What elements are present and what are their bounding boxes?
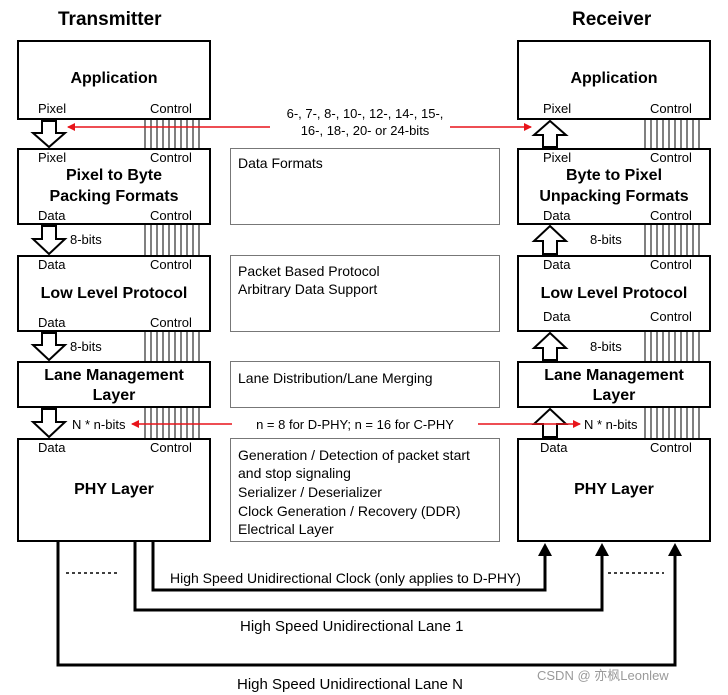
- rx-llp-box: [517, 255, 711, 332]
- tx-packing-pixel-label: Pixel: [38, 150, 67, 165]
- tx-packing-control-label: Control: [150, 150, 192, 165]
- tx-lane-box: [17, 361, 211, 408]
- tx-phy-title: PHY Layer: [74, 481, 154, 498]
- tx-application-title: Application: [70, 70, 158, 87]
- rx-llp-title: Low Level Protocol: [540, 285, 688, 302]
- tx-packing-data-label: Data: [38, 208, 66, 223]
- rx-unpacking-title-2: Unpacking Formats: [539, 188, 689, 205]
- desc-phy-line-4: Clock Generation / Recovery (DDR): [238, 503, 461, 519]
- desc-lane: Lane Distribution/Lane Merging: [238, 370, 433, 386]
- tx-application-box: [17, 40, 211, 120]
- tx-llp-control-bottom-label: Control: [150, 315, 192, 330]
- desc-phy-box: [230, 438, 500, 542]
- transmitter-header: Transmitter: [58, 9, 162, 30]
- tx-n-bits-label: N * n-bits: [72, 417, 126, 432]
- phy-width-label: n = 8 for D-PHY; n = 16 for C-PHY: [256, 417, 454, 432]
- tx-llp-control-label: Control: [150, 257, 192, 272]
- tx-packing-title-2: Packing Formats: [49, 188, 179, 205]
- pixel-width-line-2: 16-, 18-, 20- or 24-bits: [300, 123, 430, 138]
- rx-unpacking-box: [517, 148, 711, 225]
- tx-bits-label-1: 8-bits: [70, 232, 102, 247]
- rx-application-title: Application: [570, 70, 658, 87]
- rx-llp-control-label: Control: [650, 257, 692, 272]
- desc-protocol-line-1: Packet Based Protocol: [238, 263, 380, 279]
- rx-unpacking-title-1: Byte to Pixel: [565, 167, 663, 184]
- tx-app-pixel-label: Pixel: [38, 101, 67, 116]
- desc-phy-line-1: Generation / Detection of packet start: [238, 447, 470, 463]
- rx-app-pixel-label: Pixel: [543, 101, 572, 116]
- tx-llp-data-bottom-label: Data: [38, 315, 66, 330]
- clock-link-label: High Speed Unidirectional Clock (only ap…: [170, 570, 521, 586]
- tx-phy-control-label: Control: [150, 440, 192, 455]
- tx-packing-control-bottom-label: Control: [150, 208, 192, 223]
- rx-phy-box: [517, 438, 711, 542]
- tx-lane-title-2: Layer: [92, 387, 136, 404]
- rx-n-bits-label: N * n-bits: [584, 417, 638, 432]
- watermark: CSDN @ 亦枫Leonlew: [537, 668, 669, 683]
- tx-app-control-label: Control: [150, 101, 192, 116]
- rx-llp-data-bottom-label: Data: [543, 309, 571, 324]
- desc-phy-line-2: and stop signaling: [238, 465, 351, 481]
- tx-llp-title: Low Level Protocol: [40, 285, 188, 302]
- rx-lane-title-2: Layer: [592, 387, 636, 404]
- rx-bits-label-1: 8-bits: [590, 232, 622, 247]
- rx-llp-data-label: Data: [543, 257, 571, 272]
- tx-phy-data-label: Data: [38, 440, 66, 455]
- rx-control-buses: [644, 120, 700, 438]
- tx-bits-label-2: 8-bits: [70, 339, 102, 354]
- desc-phy-line-3: Serializer / Deserializer: [238, 484, 382, 500]
- desc-phy-line-5: Electrical Layer: [238, 521, 334, 537]
- rx-lane-title-1: Lane Management: [544, 367, 684, 384]
- rx-phy-title: PHY Layer: [574, 481, 654, 498]
- receiver-header: Receiver: [572, 9, 652, 30]
- tx-lane-title-1: Lane Management: [44, 367, 184, 384]
- rx-phy-control-label: Control: [650, 440, 692, 455]
- desc-protocol-box: [230, 255, 500, 332]
- rx-application-box: [517, 40, 711, 120]
- desc-formats: Data Formats: [238, 155, 323, 171]
- rx-app-control-label: Control: [650, 101, 692, 116]
- desc-lane-box: [230, 361, 500, 408]
- rx-unpacking-control-bottom-label: Control: [650, 208, 692, 223]
- tx-llp-box: [17, 255, 211, 332]
- desc-protocol-line-2: Arbitrary Data Support: [238, 281, 378, 297]
- tx-packing-title-1: Pixel to Byte: [65, 167, 163, 184]
- tx-data-arrows: [30, 120, 68, 439]
- rx-unpacking-pixel-label: Pixel: [543, 150, 572, 165]
- rx-bits-label-2: 8-bits: [590, 339, 622, 354]
- rx-phy-data-label: Data: [540, 440, 568, 455]
- tx-llp-data-label: Data: [38, 257, 66, 272]
- link-arrowheads: [538, 543, 682, 556]
- lane1-link-label: High Speed Unidirectional Lane 1: [240, 618, 464, 635]
- pixel-width-line-1: 6-, 7-, 8-, 10-, 12-, 14-, 15-,: [286, 106, 444, 121]
- rx-lane-box: [517, 361, 711, 408]
- laneN-link-label: High Speed Unidirectional Lane N: [237, 676, 463, 693]
- rx-unpacking-data-label: Data: [543, 208, 571, 223]
- tx-phy-box: [17, 438, 211, 542]
- rx-unpacking-control-label: Control: [650, 150, 692, 165]
- high-speed-links: [56, 542, 677, 667]
- desc-formats-box: [230, 148, 500, 225]
- rx-llp-control-bottom-label: Control: [650, 309, 692, 324]
- tx-control-buses: [144, 120, 200, 438]
- tx-packing-box: [17, 148, 211, 225]
